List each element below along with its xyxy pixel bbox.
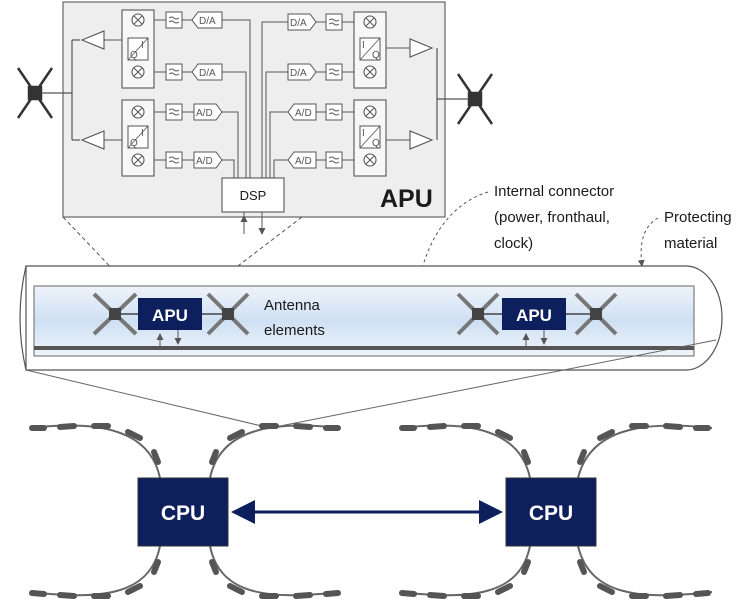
adc-label: A/D (295, 108, 312, 119)
adc-label: A/D (196, 156, 213, 167)
cpu-right (505, 477, 597, 547)
iq-q-label: Q (130, 138, 138, 149)
cpu-right-label: CPU (529, 502, 573, 525)
projection-lines (25, 339, 717, 429)
dac-block (287, 63, 317, 81)
dac-label: D/A (290, 68, 307, 79)
antenna-elements-label: Antenna elements (264, 297, 325, 339)
iq-q-label: Q (372, 50, 380, 61)
iq-i-label: I (362, 40, 365, 51)
adc-label: A/D (295, 156, 312, 167)
cpu-left (137, 477, 229, 547)
iq-i-label: I (141, 40, 144, 51)
dac-block (287, 13, 317, 31)
internal-connector-label: Internal connector (power, fronthaul, cl… (494, 183, 618, 252)
iq-q-label: Q (372, 138, 380, 149)
strip-apu-left (138, 298, 202, 330)
apu-detail-block: I Q I Q I Q I Q (16, 1, 494, 235)
right-antenna-icon (456, 73, 494, 125)
annotation-pointers (410, 191, 659, 341)
cpu-left-label: CPU (161, 502, 205, 525)
dac-label: D/A (290, 18, 307, 29)
strip-apu-right (502, 298, 566, 330)
iq-i-label: I (362, 128, 365, 139)
iq-q-label: Q (130, 50, 138, 61)
antenna-strip (19, 265, 723, 371)
cable-left-top-left (29, 424, 713, 597)
dsp-label: DSP (240, 188, 267, 203)
iq-i-label: I (141, 128, 144, 139)
dac-label: D/A (199, 68, 216, 79)
protecting-material-label: Protecting material (664, 209, 736, 252)
adc-block (193, 103, 223, 121)
dac-label: D/A (199, 16, 216, 27)
dsp-block (221, 177, 285, 213)
cable-antenna-segments (29, 423, 711, 599)
adc-label: A/D (196, 108, 213, 119)
strip-apu-right-label: APU (516, 306, 552, 325)
strip-apu-left-label: APU (152, 306, 188, 325)
adc-block (193, 151, 223, 169)
apu-title: APU (380, 185, 433, 213)
